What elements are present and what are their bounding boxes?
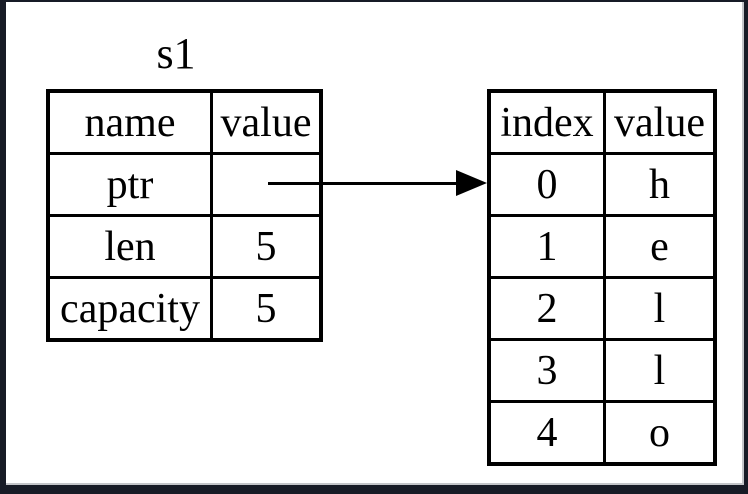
heap-row-1-value: e [606,217,713,276]
heap-table: index value 0 h 1 e 2 l 3 l 4 o [487,89,717,466]
heap-row-1-index: 1 [491,217,603,276]
heap-row-4-value: o [606,403,713,462]
heap-row-3-value: l [606,341,713,400]
ptr-arrow-line [268,182,460,185]
stack-table: name value ptr len 5 capacity 5 [46,89,323,342]
diagram-canvas: s1 name value ptr len 5 capacity 5 index… [6,2,744,485]
stack-row-capacity-name: capacity [50,279,210,338]
heap-row-2-value: l [606,279,713,338]
ptr-arrow-head-icon [456,170,487,196]
stack-row-capacity-value: 5 [213,279,319,338]
stack-header-value: value [213,93,319,152]
heap-row-0-value: h [606,155,713,214]
heap-row-4-index: 4 [491,403,603,462]
heap-row-2-index: 2 [491,279,603,338]
stack-header-name: name [50,93,210,152]
heap-row-0-index: 0 [491,155,603,214]
stack-row-ptr-name: ptr [50,155,210,214]
heap-row-3-index: 3 [491,341,603,400]
stack-table-title: s1 [156,29,196,78]
stack-row-len-value: 5 [213,217,319,276]
stack-row-len-name: len [50,217,210,276]
heap-header-index: index [491,93,603,152]
heap-header-value: value [606,93,713,152]
